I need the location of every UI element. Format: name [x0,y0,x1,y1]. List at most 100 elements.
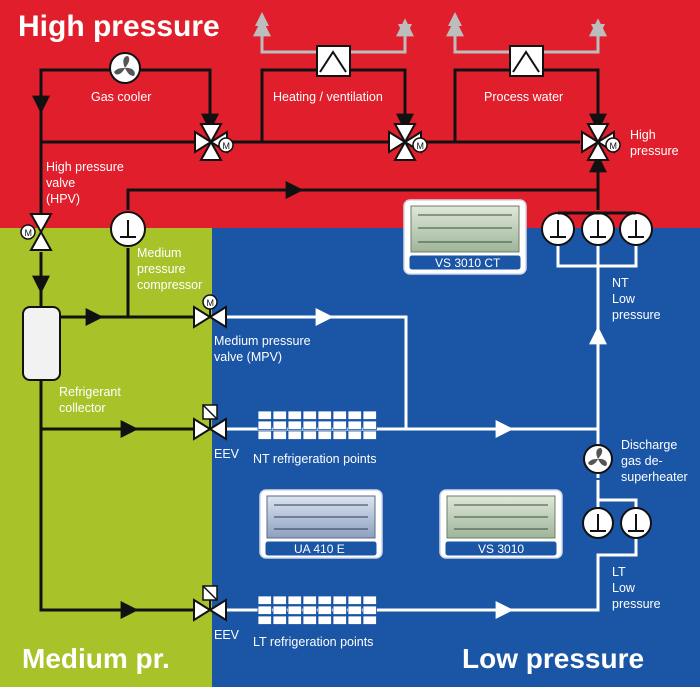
refrigeration-point-cell [302,420,317,430]
heat-exchanger-icon [316,45,351,77]
eev-nt-label: EEV [214,447,240,461]
nt-low-label-line1: NT [612,276,629,290]
controller-ua410e-caption: UA 410 E [294,542,345,556]
medium-pressure-piping [32,248,194,619]
compressor-icon [620,507,652,539]
refrigeration-point-cell [362,605,377,615]
refrigeration-point-cell [257,615,272,625]
refrigeration-point-cell [362,595,377,605]
mpc-label-line2: pressure [137,262,186,276]
motor-label: M [25,228,33,238]
lt-low-label-line3: pressure [612,597,661,611]
refrigeration-point-cell [317,420,332,430]
controller-ua410e[interactable]: UA 410 E [259,489,383,559]
compressor-icon [582,507,614,539]
low-pressure-title: Low pressure [462,643,644,674]
refrigeration-point-cell [257,430,272,440]
refrigeration-point-cell [287,420,302,430]
controller-vs3010[interactable]: VS 3010 [439,489,563,559]
refrigeration-point-cell [302,410,317,420]
refrigeration-point-cell [317,595,332,605]
lt-refrigeration-points-grid [257,595,377,625]
refrigeration-point-cell [332,430,347,440]
compressor-icon [110,211,146,247]
nt-low-label-line3: pressure [612,308,661,322]
collector-label-line2: collector [59,401,106,415]
medium-pressure-zone [0,228,212,687]
hpv-label-line2: valve [46,176,75,190]
process-water-label: Process water [484,90,563,104]
desuperheater-fan-icon [583,444,613,474]
nt-points-label: NT refrigeration points [253,452,376,466]
lt-low-label-line2: Low [612,581,636,595]
refrigeration-point-cell [332,605,347,615]
refrigeration-point-cell [302,430,317,440]
hpv-label-line3: (HPV) [46,192,80,206]
refrigeration-point-cell [257,420,272,430]
refrigeration-point-cell [257,605,272,615]
gas-cooler-fan-icon [109,52,141,84]
compressor-icon [581,212,615,246]
mpc-label-line1: Medium [137,246,181,260]
compressor-icon [619,212,653,246]
refrigeration-point-cell [362,430,377,440]
refrigeration-point-cell [287,615,302,625]
refrigeration-point-cell [302,605,317,615]
heat-exchange-arrow-heads [255,12,605,38]
mpv-label-line2: valve (MPV) [214,350,282,364]
hpv-label-line1: High pressure [46,160,124,174]
motor-label: M [207,298,215,308]
controller-vs3010ct[interactable]: VS 3010 CT [403,199,527,275]
gas-cooler-label: Gas cooler [91,90,151,104]
collector-label-line1: Refrigerant [59,385,121,399]
high-pressure-title: High pressure [18,10,220,43]
refrigeration-point-cell [272,430,287,440]
refrigeration-point-cell [347,410,362,420]
medium-pressure-title: Medium pr. [22,643,170,674]
controller-board-icon [410,205,520,253]
refrigeration-point-cell [257,410,272,420]
refrigeration-point-cell [317,410,332,420]
refrigeration-point-cell [347,420,362,430]
motor-valve-icon: M [581,123,621,161]
refrigeration-point-cell [347,605,362,615]
motor-valve-icon: M [194,123,234,161]
refrigeration-point-cell [347,595,362,605]
refrigeration-point-cell [317,430,332,440]
refrigeration-point-cell [272,420,287,430]
nt-low-label-line2: Low [612,292,636,306]
refrigeration-point-cell [317,615,332,625]
refrigeration-point-cell [287,595,302,605]
refrigeration-point-cell [362,420,377,430]
motor-label: M [610,141,618,151]
desuperheater-label-line1: Discharge [621,438,677,452]
compressor-icon [541,212,575,246]
refrigeration-point-cell [272,615,287,625]
hpv-valve-icon: M [20,213,53,251]
refrigeration-point-cell [332,410,347,420]
eev-lt-label: EEV [214,628,240,642]
nt-refrigeration-points-grid [257,410,377,440]
lt-low-label-line1: LT [612,565,626,579]
refrigeration-point-cell [302,615,317,625]
motor-label: M [223,141,231,151]
expansion-valve-icon [193,404,227,441]
lt-points-label: LT refrigeration points [253,635,373,649]
motor-label: M [417,141,425,151]
refrigeration-point-cell [257,595,272,605]
refrigeration-point-cell [347,430,362,440]
heating-label: Heating / ventilation [273,90,383,104]
mpc-label-line3: compressor [137,278,202,292]
refrigeration-point-cell [287,410,302,420]
controller-vs3010ct-caption: VS 3010 CT [435,256,501,270]
refrigeration-point-cell [332,615,347,625]
refrigeration-point-cell [347,615,362,625]
refrigeration-point-cell [272,605,287,615]
refrigeration-point-cell [362,410,377,420]
desuperheater-label-line2: gas de- [621,454,663,468]
refrigeration-point-cell [317,605,332,615]
desuperheater-label-line3: superheater [621,470,688,484]
high-pressure-label-line1: High [630,128,656,142]
